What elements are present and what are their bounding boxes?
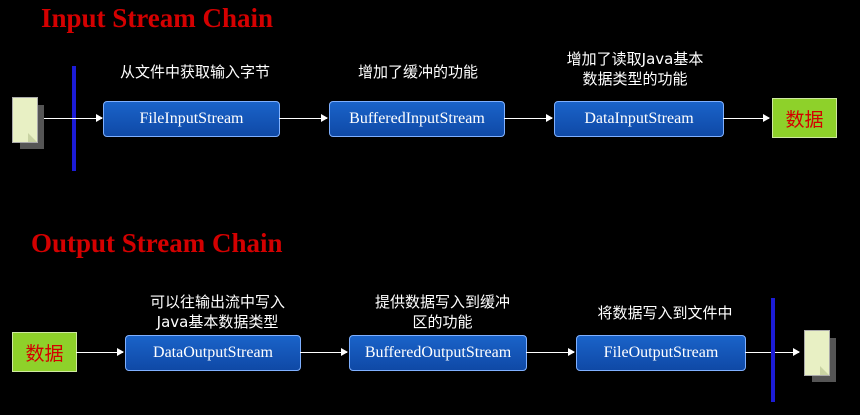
- buffered-output-stream-box: BufferedOutputStream: [349, 335, 527, 371]
- input-chain-title: Input Stream Chain: [41, 3, 274, 33]
- data-input-stream-box: DataInputStream: [554, 101, 724, 137]
- data-output-stream-box: DataOutputStream: [125, 335, 301, 371]
- input-caption-3: 增加了读取Java基本 数据类型的功能: [566, 50, 704, 88]
- input-arrow-3: [504, 114, 553, 122]
- output-arrow-3: [526, 348, 575, 356]
- input-arrow-4: [723, 114, 770, 122]
- file-boundary-bar: [771, 298, 775, 402]
- output-arrow-1: [76, 348, 124, 356]
- document-icon: [804, 330, 836, 382]
- input-caption-2: 增加了缓冲的功能: [357, 63, 478, 81]
- output-arrow-2: [300, 348, 348, 356]
- input-arrow-1: [44, 114, 103, 122]
- buffered-input-stream-box: BufferedInputStream: [329, 101, 505, 137]
- document-icon: [12, 97, 44, 149]
- file-output-stream-box: FileOutputStream: [576, 335, 746, 371]
- output-caption-1: 可以往输出流中写入 Java基本数据类型: [149, 293, 285, 331]
- output-caption-3: 将数据写入到文件中: [597, 304, 733, 322]
- input-arrow-2: [279, 114, 328, 122]
- input-data-box: 数据: [772, 98, 837, 138]
- file-input-stream-box: FileInputStream: [103, 101, 280, 137]
- input-caption-1: 从文件中获取输入字节: [119, 63, 270, 81]
- output-caption-2: 提供数据写入到缓冲 区的功能: [374, 293, 510, 331]
- output-chain-title: Output Stream Chain: [31, 228, 283, 258]
- output-data-box: 数据: [12, 332, 77, 372]
